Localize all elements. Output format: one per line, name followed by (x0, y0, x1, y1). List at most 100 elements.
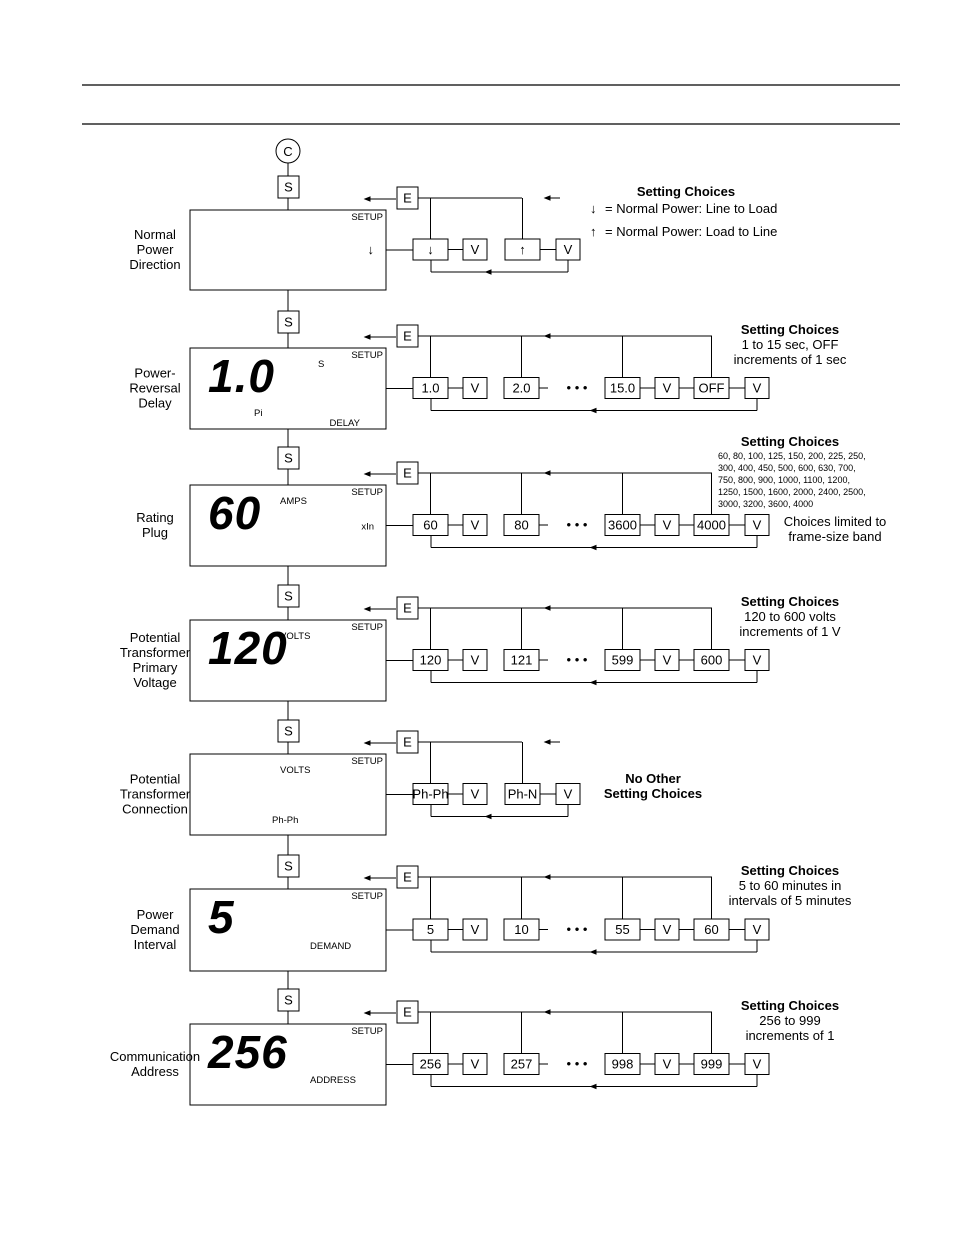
step-label: Demand (130, 922, 179, 937)
value-key-button[interactable]: V (654, 918, 680, 941)
value-key-button-label: V (471, 518, 480, 533)
value-key-button-label: V (663, 653, 672, 668)
step-label: Voltage (133, 675, 176, 690)
value-key-button[interactable]: V (654, 377, 680, 399)
value-key-button[interactable]: V (744, 918, 770, 941)
option-pt-primary-voltage-2-label: 599 (612, 653, 634, 668)
option-rating-plug-1[interactable]: 80 (503, 514, 540, 536)
step-key-button-label: S (284, 859, 293, 874)
step-key-button[interactable]: S (277, 584, 300, 608)
step-label: Transformer (120, 787, 191, 802)
value-key-button[interactable]: V (744, 1053, 770, 1075)
enter-key-button[interactable]: E (396, 730, 419, 754)
display-tag: SETUP (351, 212, 383, 223)
option-communication-address-0[interactable]: 256 (412, 1053, 449, 1075)
setting-choices-line: Setting Choices (604, 786, 702, 801)
option-power-demand-interval-2[interactable]: 55 (604, 918, 641, 941)
setting-choices-title: Setting Choices (741, 322, 839, 337)
option-normal-power-direction-0[interactable]: ↓ (412, 238, 449, 261)
enter-key-button[interactable]: E (396, 596, 419, 620)
option-pt-connection-0[interactable]: Ph-Ph (412, 783, 449, 805)
setting-choices-line: intervals of 5 minutes (729, 893, 852, 908)
value-key-button[interactable]: V (744, 514, 770, 536)
display-tag: AMPS (280, 496, 307, 507)
value-key-button[interactable]: V (462, 918, 488, 941)
step-key-button[interactable]: S (277, 719, 300, 743)
option-rating-plug-0[interactable]: 60 (412, 514, 449, 536)
value-key-button[interactable]: V (555, 783, 581, 805)
option-power-demand-interval-1[interactable]: 10 (503, 918, 540, 941)
option-communication-address-2-label: 998 (612, 1057, 634, 1072)
setting-choices-list: 750, 800, 900, 1000, 1100, 1200, (718, 475, 850, 485)
enter-key-button[interactable]: E (396, 461, 419, 485)
step-label: Primary (133, 660, 178, 675)
option-power-reversal-delay-2[interactable]: 15.0 (604, 377, 641, 399)
option-rating-plug-1-label: 80 (514, 518, 528, 533)
option-pt-primary-voltage-2[interactable]: 599 (604, 649, 641, 671)
value-key-button[interactable]: V (462, 1053, 488, 1075)
step-key-button[interactable]: S (277, 988, 300, 1012)
option-rating-plug-3[interactable]: 4000 (693, 514, 730, 536)
setting-choices-line: 120 to 600 volts (744, 609, 836, 624)
option-communication-address-1[interactable]: 257 (503, 1053, 540, 1075)
enter-key-button[interactable]: E (396, 865, 419, 889)
option-power-reversal-delay-0[interactable]: 1.0 (412, 377, 449, 399)
display-tag: Pi (254, 408, 262, 419)
step-key-button[interactable]: S (277, 446, 300, 470)
setting-choices-title: Setting Choices (637, 184, 735, 199)
value-key-button[interactable]: V (462, 514, 488, 536)
ellipsis: • • • (567, 380, 588, 395)
step-label: Interval (134, 937, 177, 952)
setting-choices-title: Setting Choices (741, 998, 839, 1013)
value-key-button[interactable]: V (462, 238, 488, 261)
step-key-button[interactable]: S (277, 310, 300, 334)
value-key-button[interactable]: V (744, 377, 770, 399)
option-communication-address-3[interactable]: 999 (693, 1053, 730, 1075)
option-pt-primary-voltage-3[interactable]: 600 (693, 649, 730, 671)
option-rating-plug-2[interactable]: 3600 (604, 514, 641, 536)
option-rating-plug-2-label: 3600 (608, 518, 637, 533)
step-key-button[interactable]: S (277, 175, 300, 199)
option-power-demand-interval-0[interactable]: 5 (412, 918, 449, 941)
value-key-button[interactable]: V (462, 783, 488, 805)
step-label: Reversal (129, 381, 180, 396)
value-key-button-label: V (663, 922, 672, 937)
setting-choices-line: increments of 1 (746, 1028, 835, 1043)
value-key-button[interactable]: V (744, 649, 770, 671)
option-communication-address-2[interactable]: 998 (604, 1053, 641, 1075)
step-key-button-label: S (284, 451, 293, 466)
setting-choices-title: Setting Choices (741, 594, 839, 609)
value-key-button[interactable]: V (654, 649, 680, 671)
display-tag: Ph-Ph (272, 815, 298, 826)
value-key-button-label: V (663, 1057, 672, 1072)
display-tag: SETUP (351, 756, 383, 767)
ellipsis: • • • (567, 922, 588, 937)
value-key-button[interactable]: V (462, 649, 488, 671)
option-power-reversal-delay-3[interactable]: OFF (693, 377, 730, 399)
option-power-reversal-delay-1-label: 2.0 (512, 381, 530, 396)
display-tag: SETUP (351, 350, 383, 361)
display-readout: 1.0 (208, 350, 275, 402)
display-tag: SETUP (351, 891, 383, 902)
option-normal-power-direction-1[interactable]: ↑ (504, 238, 541, 261)
enter-key-button[interactable]: E (396, 1000, 419, 1024)
option-pt-primary-voltage-1[interactable]: 121 (503, 649, 540, 671)
enter-key-button-label: E (403, 466, 412, 481)
value-key-button[interactable]: V (462, 377, 488, 399)
option-power-demand-interval-3[interactable]: 60 (693, 918, 730, 941)
enter-key-button[interactable]: E (396, 324, 419, 348)
option-power-reversal-delay-1[interactable]: 2.0 (503, 377, 540, 399)
option-rating-plug-0-label: 60 (423, 518, 437, 533)
option-pt-connection-1[interactable]: Ph-N (504, 783, 541, 805)
option-pt-primary-voltage-0[interactable]: 120 (412, 649, 449, 671)
enter-key-button[interactable]: E (396, 186, 419, 210)
value-key-button[interactable]: V (654, 514, 680, 536)
value-key-button[interactable]: V (654, 1053, 680, 1075)
setting-choices-list: 300, 400, 450, 500, 600, 630, 700, (718, 463, 856, 473)
step-key-button[interactable]: S (277, 854, 300, 878)
value-key-button[interactable]: V (555, 238, 581, 261)
step-label: Power (137, 907, 175, 922)
